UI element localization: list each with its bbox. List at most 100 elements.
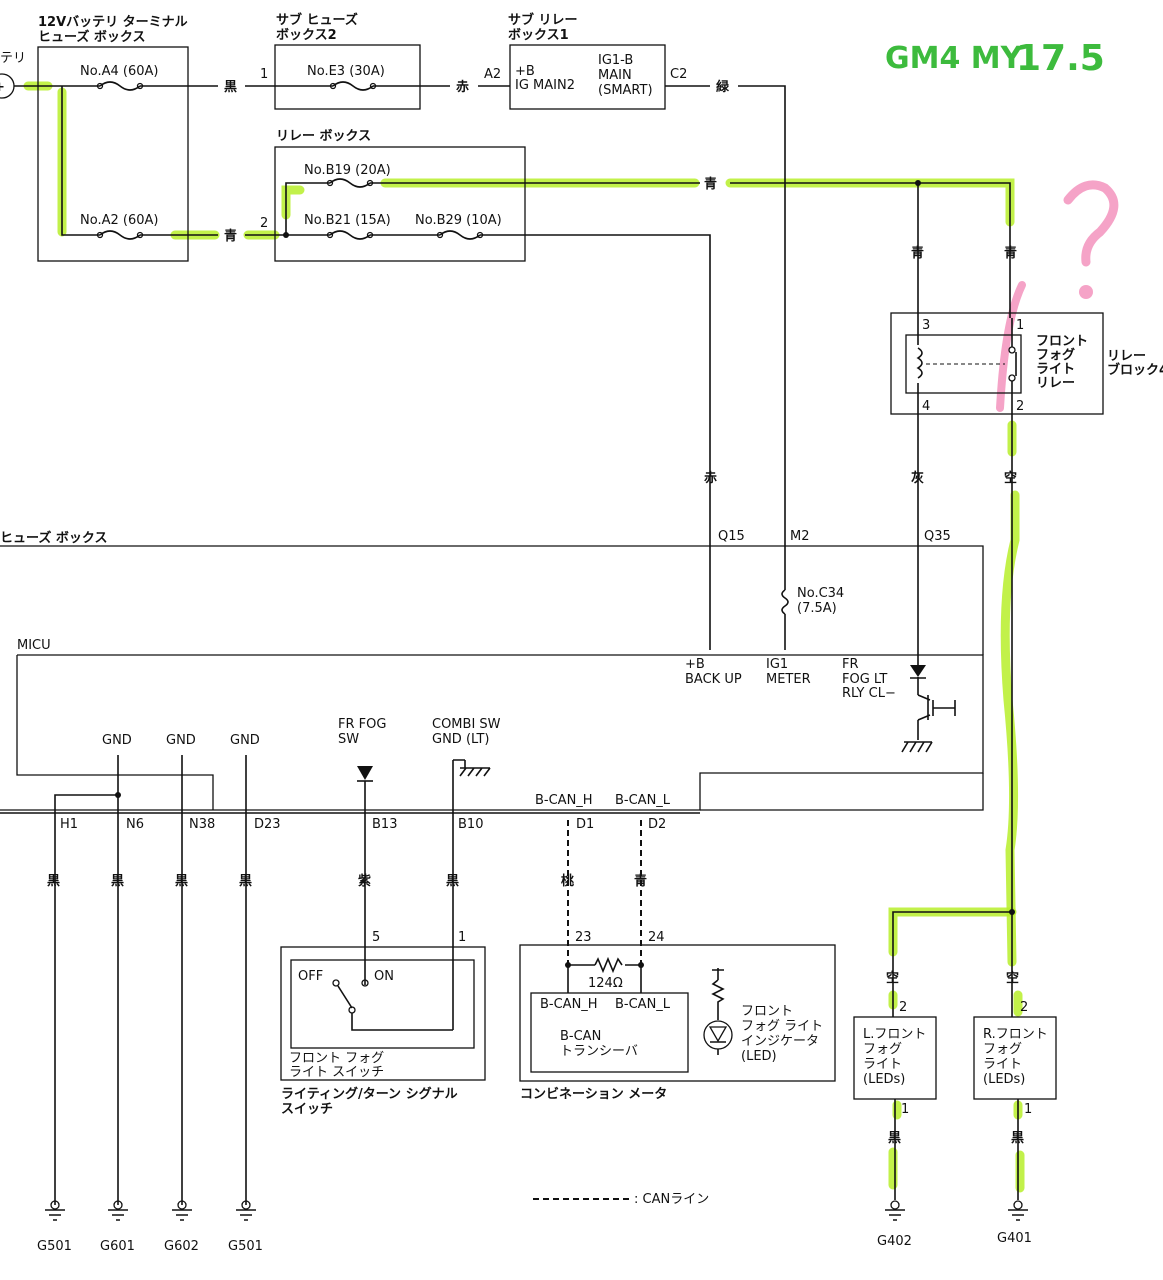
- can-transceiver-label-2: トランシーバ: [560, 1044, 638, 1059]
- wire-color-black-h1: 黒: [47, 873, 60, 889]
- ground-label-g501-b: G501: [228, 1239, 263, 1254]
- relay-pin-3: 3: [922, 318, 930, 333]
- micu-fuse-box: ヒューズ ボックス MICU Q15 M2 Q35 No.C34 (7.5A) …: [0, 529, 984, 811]
- fuse-b29-label: No.B29 (10A): [415, 213, 502, 228]
- fog-relay-label-4: リレー: [1036, 376, 1075, 391]
- battery-plus-icon: +: [0, 80, 5, 95]
- fuse-b21-icon: [329, 230, 371, 240]
- relay-label-smart: (SMART): [598, 83, 653, 98]
- resistor-icon: [594, 956, 623, 974]
- pin-n6: N6: [126, 817, 144, 832]
- ground-label-g402: G402: [877, 1234, 912, 1249]
- sub-fuse-box-title-1: サブ ヒューズ: [276, 12, 358, 28]
- wire-color-black-n6: 黒: [111, 873, 124, 889]
- ig1-label-1: IG1: [766, 657, 788, 672]
- wire-color-sky-right: 空: [1006, 970, 1019, 986]
- pin-d1: D1: [576, 817, 594, 832]
- relay-box: リレー ボックス No.B19 (20A) No.B21 (15A) No.B2…: [274, 128, 526, 262]
- right-fog-pin-1: 1: [1024, 1102, 1032, 1117]
- indicator-label-1: フロント: [741, 1004, 793, 1019]
- sub-relay-box-title-1: サブ リレー: [508, 12, 578, 28]
- pin-1-subfuse: 1: [260, 67, 268, 82]
- led-icon: [703, 1020, 733, 1050]
- fuse-a2-label: No.A2 (60A): [80, 213, 158, 228]
- ground-label-g601: G601: [100, 1239, 135, 1254]
- lighting-switch: OFF ON フロント フォグ ライト スイッチ ライティング/ターン シグナル…: [280, 946, 486, 1117]
- pin-n38: N38: [189, 817, 215, 832]
- wire-color-black-n38: 黒: [175, 873, 188, 889]
- question-annotation: [996, 180, 1119, 412]
- relay-pin-4: 4: [922, 399, 930, 414]
- left-fog-pin-2: 2: [899, 1000, 907, 1015]
- indicator-resistor-icon: [711, 968, 725, 1020]
- relay-label-main: MAIN: [598, 68, 632, 83]
- ground-symbols: [45, 1200, 1028, 1221]
- version-annotation: 17.5: [1016, 38, 1105, 79]
- fuse-b21-label: No.B21 (15A): [304, 213, 391, 228]
- right-fog-label-3: ライト: [983, 1057, 1022, 1072]
- relay-label-igmain2: IG MAIN2: [515, 78, 575, 93]
- pin-q35: Q35: [924, 529, 951, 544]
- sub-fuse-box-title-2: ボックス2: [276, 27, 337, 43]
- pin-d23: D23: [254, 817, 281, 832]
- fog-relay-label-2: フォグ: [1036, 347, 1075, 363]
- fog-cl-label-2: FOG LT: [842, 672, 887, 687]
- meter-can-l: B-CAN_L: [615, 997, 671, 1012]
- indicator-label-4: (LED): [741, 1049, 777, 1064]
- lighting-switch-label-1: ライティング/ターン シグナル: [281, 1086, 458, 1102]
- relay-coil-icon: [916, 347, 923, 379]
- wire-color-sky-1: 空: [1004, 470, 1017, 486]
- wire-color-blue-1: 青: [224, 228, 237, 244]
- combination-meter-title: コンビネーション メータ: [520, 1086, 667, 1102]
- pin-c2: C2: [670, 67, 687, 82]
- battery-label: テリ: [0, 51, 26, 66]
- relay-pin-1: 1: [1016, 318, 1024, 333]
- fuse-e3-icon: [332, 81, 374, 91]
- relay-block-title-2: ブロック4: [1107, 362, 1163, 378]
- left-fog-label-4: (LEDs): [863, 1072, 905, 1087]
- meter-pin-24: 24: [648, 930, 665, 945]
- fr-fog-diode-icon: [357, 766, 373, 780]
- indicator-label-3: インジケータ: [741, 1034, 819, 1049]
- wire-color-black-1: 黒: [224, 79, 237, 95]
- sub-relay-box-title-2: ボックス1: [508, 27, 569, 43]
- pin-h1: H1: [60, 817, 78, 832]
- relay-pin-2: 2: [1016, 399, 1024, 414]
- switch-lever-icon: [337, 985, 353, 1009]
- fuse-box-title: ヒューズ ボックス: [0, 530, 108, 546]
- wire-color-blue-2: 青: [704, 176, 717, 192]
- wire-color-pink: 桃: [561, 873, 574, 889]
- resistor-label: 124Ω: [588, 976, 623, 991]
- can-transceiver-label-1: B-CAN: [560, 1029, 601, 1044]
- right-fog-pin-2: 2: [1020, 1000, 1028, 1015]
- right-fog-label-4: (LEDs): [983, 1072, 1025, 1087]
- left-fog-label-2: フォグ: [863, 1042, 902, 1057]
- switch-off-label: OFF: [298, 969, 323, 984]
- wire-color-sky-left: 空: [886, 970, 899, 986]
- switch-pin-1: 1: [458, 930, 466, 945]
- wire-color-black-right: 黒: [1011, 1130, 1024, 1146]
- fog-relay-label-3: ライト: [1036, 362, 1075, 377]
- model-annotation: GM4 MY: [885, 41, 1024, 76]
- fuse-a4-icon: [99, 81, 141, 91]
- pin-b13: B13: [372, 817, 397, 832]
- gnd-label-1: GND: [102, 733, 132, 748]
- left-fog-pin-1: 1: [901, 1102, 909, 1117]
- wire-color-blue-can: 青: [634, 873, 647, 889]
- wire-color-red-2: 赤: [704, 470, 717, 486]
- pin-2-relaybox: 2: [260, 216, 268, 231]
- wire-color-gray-1: 灰: [911, 470, 924, 486]
- diode-icon: [910, 665, 926, 677]
- switch-pin-5: 5: [372, 930, 380, 945]
- left-fog-label-1: L.フロント: [863, 1027, 926, 1042]
- left-fog-label-3: ライト: [863, 1057, 902, 1072]
- battery-fuse-box: + テリ 12Vバッテリ ターミナル ヒューズ ボックス No.A4 (60A)…: [0, 15, 189, 262]
- pin-a2: A2: [484, 67, 501, 82]
- wire-color-black-left: 黒: [888, 1130, 901, 1146]
- backup-label-2: BACK UP: [685, 672, 742, 687]
- wire-color-green-1: 緑: [716, 79, 730, 95]
- ground-label-g602: G602: [164, 1239, 199, 1254]
- battery-fuse-box-title-1: 12Vバッテリ ターミナル: [38, 15, 188, 30]
- ig1-label-2: METER: [766, 672, 811, 687]
